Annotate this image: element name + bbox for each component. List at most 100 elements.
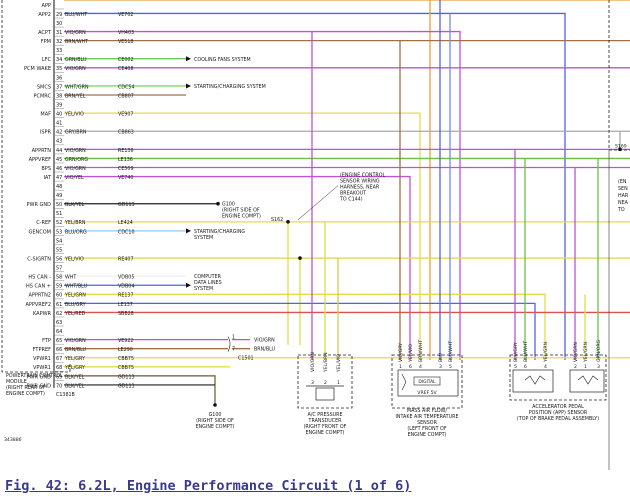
pin-signal-label: KAPWR <box>33 311 52 317</box>
maf-vref-label: VREF 5V <box>417 390 437 396</box>
maf-sensor-pin: 5 <box>449 364 452 370</box>
pin-circuit-id: LE137 <box>118 302 133 308</box>
maf-sensor-pin: 1 <box>399 364 402 370</box>
pin-number: 54 <box>56 238 62 244</box>
app-sensor-wire-label: YEL/GRN <box>583 342 589 363</box>
ac-sensor-wire-label: YEL/BRN <box>323 352 329 373</box>
maf-digital-box <box>413 376 441 386</box>
pin-circuit-id: CE408 <box>118 66 134 72</box>
pin-circuit-id: RE407 <box>118 256 134 262</box>
pin-number: 36 <box>56 75 62 81</box>
diagram-number: 343886 <box>4 437 22 443</box>
app-sensor-wire-label: BLU/GRY <box>513 342 519 362</box>
maf-sensor-label: INTAKE AIR TEMPERATURE <box>396 414 459 420</box>
pin-number: 57 <box>56 266 62 272</box>
app-sensor-wire-label: GRN/ORG <box>596 339 602 362</box>
starting-system-label-2: STARTING/CHARGING <box>194 229 245 235</box>
pin-signal-label: APPRTN <box>32 148 52 154</box>
pin-number: 34 <box>56 57 62 63</box>
pin-circuit-id: GD113 <box>118 383 135 389</box>
pin-wire-color: WHT <box>65 275 76 281</box>
pin-signal-label: IAT <box>43 175 52 181</box>
figure-caption: Fig. 42: 6.2L, Engine Performance Circui… <box>5 478 412 494</box>
pin-circuit-id: VH403 <box>118 30 134 36</box>
pin-number: 67 <box>56 356 62 362</box>
pin-number: 52 <box>56 220 62 226</box>
pin-circuit-id: CDC54 <box>118 84 135 90</box>
right-partial-label: (EN <box>618 179 627 185</box>
splice-s162-note: (ENGINE CONTROL <box>340 173 386 179</box>
pin-circuit-id: VDB05 <box>118 275 134 281</box>
pin-circuit-id: LE424 <box>118 220 133 226</box>
app-sensor-pin: 5 <box>514 364 517 370</box>
pin-number: 59 <box>56 284 62 290</box>
maf-sensor-wire-label: BLU/WHT <box>448 341 454 362</box>
app-sensor-pin: 6 <box>524 364 527 370</box>
pin-wire-color: BLK/YEL <box>65 383 85 389</box>
pin-number: 45 <box>56 157 62 163</box>
pin-number: 61 <box>56 302 62 308</box>
pin-wire-color: GRN/BLU <box>65 57 87 63</box>
ac-sensor-wire-label: VIO/GRN <box>310 352 316 372</box>
pin-circuit-id: GD113 <box>118 202 135 208</box>
maf-sensor-pin: 4 <box>419 364 422 370</box>
ftp-connector-id: C1501 <box>238 356 254 362</box>
app-sensor-wire-label: VIO/GRN <box>573 342 579 362</box>
pin-signal-label: PWR GND <box>27 383 52 389</box>
app-sensor-pin: 4 <box>544 364 547 370</box>
pin-signal-label: APPVREF2 <box>25 302 51 308</box>
wire-acpt <box>64 30 461 360</box>
pin-wire-color: BLK/YEL <box>65 374 85 380</box>
splice-s169-id: S169 <box>615 143 627 149</box>
ac-sensor-wire-label: YEL/VIO <box>336 354 342 373</box>
app-sensor-label: POSITION (APP) SENSOR <box>529 410 588 416</box>
pin-circuit-id: GD113 <box>118 374 135 380</box>
pin-wire-color: GRN/ORG <box>65 157 88 163</box>
pin-wire-color: YEL/GRY <box>64 356 85 362</box>
pin-signal-label: ACPT <box>38 30 52 36</box>
pin-wire-color: BRN/YEL <box>65 93 86 99</box>
computer-data-lines-label: COMPUTER <box>194 274 222 280</box>
ac-sensor-label: ENGINE COMPT) <box>306 430 345 436</box>
pin-number: 68 <box>56 365 62 371</box>
pin-wire-color: VIO/GRN <box>65 66 86 72</box>
pin-wire-color: GRY/BRN <box>65 130 87 136</box>
pin-wire-color: YEL/RED <box>64 311 86 317</box>
starting-system-label-2: SYSTEM <box>194 235 213 241</box>
pin-number: 58 <box>56 275 62 281</box>
pin-number: 31 <box>56 30 62 36</box>
wire-pwr-gnd-69 <box>64 375 216 405</box>
maf-sensor-wire-label: BRN/WHT <box>418 340 424 362</box>
pin-wire-color: VIO/YEL <box>65 175 84 181</box>
pin-signal-label: FPM <box>41 39 51 45</box>
pin-number: 43 <box>56 139 62 145</box>
pin-signal-label: APPVREF <box>29 157 52 163</box>
ac-sensor-pin: 2 <box>324 380 327 386</box>
maf-sensor-pin: 6 <box>409 364 412 370</box>
pin-signal-label: LFC <box>42 57 52 63</box>
arrow-computer-data <box>186 282 191 288</box>
pin-signal-label: MAF <box>40 112 51 118</box>
pin-wire-color: WHT/GRN <box>65 84 89 90</box>
app-sensor-pin: 3 <box>597 364 600 370</box>
right-component-boundary <box>608 0 630 151</box>
pin-number: 70 <box>56 383 62 389</box>
pin-circuit-id: CBB75 <box>118 356 134 362</box>
wire-layer <box>64 0 630 405</box>
arrow-cooling <box>186 56 191 62</box>
pin-signal-label: ISPR <box>40 130 52 136</box>
splice-g100-top <box>216 201 220 206</box>
pin-signal-label: BPS <box>41 166 51 172</box>
pin-circuit-id: RE136 <box>118 148 134 154</box>
pcm-boundary <box>1 0 71 373</box>
pin-signal-label: HS CAN + <box>26 284 51 290</box>
pin-signal-label: HS CAN - <box>28 275 51 281</box>
ac-sensor-label: (RIGHT FRONT OF <box>304 424 347 430</box>
ac-sensor-pin: 3 <box>311 380 314 386</box>
pin-wire-color: YEL/VIO <box>64 256 84 262</box>
pin-number: 63 <box>56 320 62 326</box>
app-sensor-pin: 1 <box>584 364 587 370</box>
right-partial-label: NEA <box>618 200 629 206</box>
cooling-system-label: COOLING FANS SYSTEM <box>194 57 251 63</box>
